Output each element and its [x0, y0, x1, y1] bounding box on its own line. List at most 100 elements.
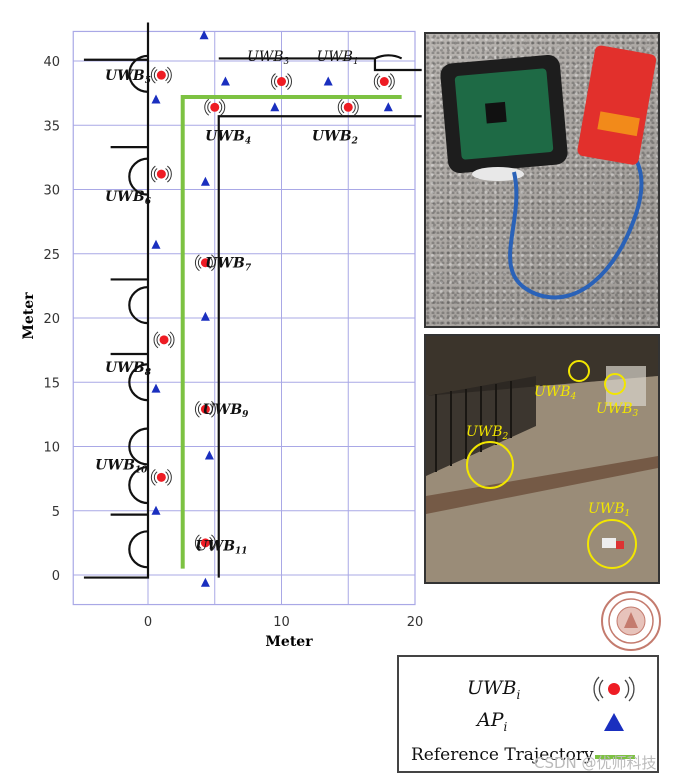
grid-lines	[72, 30, 416, 606]
uwb-anchor-dot	[200, 404, 210, 414]
photo-label-uwb2: UWB2	[466, 424, 508, 442]
uwb-anchor-dot	[156, 169, 166, 179]
signal-wave	[207, 101, 211, 114]
legend-trajectory-label: Reference Trajectory	[411, 745, 594, 765]
signal-wave	[167, 66, 172, 84]
uwb-anchor-label: UWB4	[205, 129, 251, 147]
uwb-anchor-label: UWB3	[247, 49, 289, 67]
signal-wave	[153, 69, 158, 82]
photo-marker-uwb4	[568, 360, 590, 382]
cable-connector	[472, 167, 524, 181]
uwb-anchor-label: UWB7	[205, 256, 252, 274]
signal-wave	[153, 471, 158, 484]
signal-wave	[389, 73, 395, 90]
uwb-anchor-dot	[200, 538, 210, 548]
university-seal-logo	[601, 591, 661, 651]
access-point-marker	[151, 239, 161, 249]
building-walls	[83, 22, 422, 579]
signal-wave	[153, 331, 159, 349]
uwb-anchor-label: UWB6	[105, 189, 152, 207]
signal-wave	[353, 98, 359, 116]
uwb-anchor-5: UWB5	[105, 66, 172, 86]
legend-trajectory-line	[595, 755, 635, 759]
signal-wave	[211, 534, 216, 552]
uwb-anchor-label: UWB5	[105, 68, 151, 86]
signal-wave	[340, 101, 345, 114]
reference-trajectory-layer	[180, 94, 402, 569]
signal-wave	[337, 98, 343, 116]
signal-wave	[165, 168, 169, 181]
access-point-marker	[200, 577, 210, 587]
signal-wave	[153, 168, 158, 181]
signal-wave	[165, 69, 169, 82]
signal-wave	[194, 400, 200, 418]
signal-wave	[156, 333, 161, 346]
uwb-anchor-label: UWB11	[195, 538, 247, 556]
photo-marker-uwb1	[587, 519, 637, 569]
uwb-anchor-2: UWB2	[312, 98, 359, 147]
uwb-anchor-1: UWB1	[316, 49, 395, 90]
uwb-anchor-3: UWB3	[247, 49, 292, 90]
uwb-anchor-9: UWB9	[194, 400, 249, 420]
uwb-anchor-8: UWB8	[105, 331, 175, 378]
door-arc	[128, 54, 149, 93]
y-tick-label: 5	[52, 505, 60, 520]
signal-wave	[287, 73, 292, 90]
uwb-anchor-dot	[379, 77, 389, 87]
uwb-anchor-label: UWB1	[316, 49, 358, 67]
signal-wave	[271, 73, 276, 90]
hardware-photo	[424, 32, 660, 328]
signal-wave	[150, 468, 156, 486]
signal-wave	[211, 400, 216, 418]
door-arc	[128, 427, 149, 466]
left-wall	[83, 22, 150, 579]
uwb-anchor-label: UWB2	[312, 129, 358, 147]
signal-wave	[194, 254, 200, 272]
signal-wave	[388, 75, 392, 88]
access-point-marker	[220, 76, 230, 86]
inner-wall	[217, 115, 422, 578]
access-point-marker	[204, 450, 214, 460]
reference-trajectory	[180, 94, 402, 569]
usb-cable	[508, 150, 644, 300]
signal-wave	[220, 98, 226, 116]
y-tick-label: 0	[52, 569, 60, 584]
x-axis-title: Meter	[265, 634, 313, 650]
photo-label-uwb1: UWB1	[588, 501, 630, 519]
signal-wave	[197, 403, 202, 416]
photo-label-uwb4: UWB4	[534, 384, 576, 402]
signal-wave	[211, 254, 216, 272]
uwb-anchor-label: UWB10	[95, 457, 148, 475]
door-arc	[128, 530, 149, 569]
access-point-marker	[199, 30, 209, 40]
signal-wave	[285, 75, 289, 88]
signal-wave	[197, 536, 202, 549]
y-tick-label: 30	[43, 184, 60, 199]
signal-wave	[194, 534, 200, 552]
access-point-marker	[323, 76, 333, 86]
access-point-marker	[151, 383, 161, 393]
door-arc	[128, 363, 149, 402]
uwb-anchor-10: UWB10	[95, 457, 172, 486]
uwb-anchor-dot	[156, 70, 166, 80]
signal-wave	[209, 256, 213, 269]
uwb-anchor-label: UWB9	[202, 402, 249, 420]
x-tick-label: 10	[273, 615, 290, 630]
access-point-marker	[151, 505, 161, 515]
uwb-anchor-dot	[343, 102, 353, 112]
access-point-marker	[151, 94, 161, 104]
uwb-anchor-11: UWB11	[194, 534, 248, 556]
signal-wave	[209, 536, 213, 549]
signal-wave	[169, 331, 175, 349]
signal-wave	[150, 165, 156, 183]
signal-wave	[209, 403, 213, 416]
uwb-anchor-dot	[156, 472, 166, 482]
signal-wave	[373, 73, 379, 90]
top-wall-end	[373, 58, 422, 72]
signal-wave	[165, 471, 169, 484]
uwb-anchor-6: UWB6	[105, 165, 172, 207]
legend-ap-icon	[604, 713, 624, 731]
legend-ap-label: APi	[477, 709, 508, 734]
